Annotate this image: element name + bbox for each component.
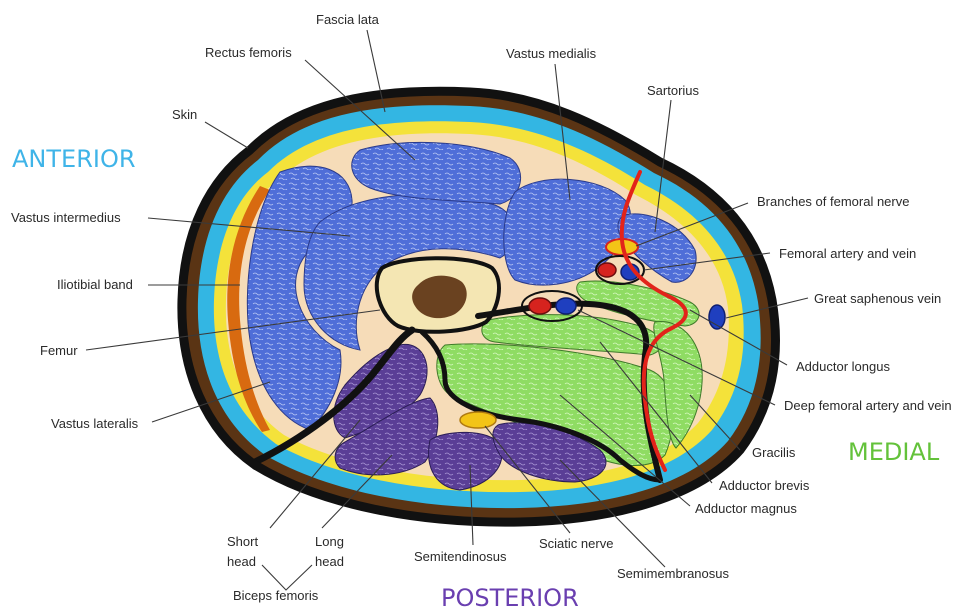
label-gracilis: Gracilis: [752, 445, 796, 460]
label-vastus-intermedius: Vastus intermedius: [11, 210, 121, 225]
region-posterior: POSTERIOR: [441, 584, 579, 611]
label-short: Short: [227, 534, 258, 549]
label-adductor-magnus: Adductor magnus: [695, 501, 797, 516]
deep-femoral-artery: [529, 298, 551, 314]
label-sartorius: Sartorius: [647, 83, 700, 98]
label-femoral-artery-vein: Femoral artery and vein: [779, 246, 916, 261]
region-anterior: ANTERIOR: [12, 145, 136, 173]
label-iliotibial-band: Iliotibial band: [57, 277, 133, 292]
label-deep-femoral: Deep femoral artery and vein: [784, 398, 952, 413]
label-great-saphenous-vein: Great saphenous vein: [814, 291, 941, 306]
label-vastus-lateralis: Vastus lateralis: [51, 416, 139, 431]
sciatic-nerve: [460, 412, 496, 428]
label-semimembranosus: Semimembranosus: [617, 566, 729, 581]
label-adductor-brevis: Adductor brevis: [719, 478, 810, 493]
label-adductor-longus: Adductor longus: [796, 359, 890, 374]
label-biceps-femoris: Biceps femoris: [233, 588, 319, 603]
label-rectus-femoris: Rectus femoris: [205, 45, 292, 60]
label-sciatic-nerve: Sciatic nerve: [539, 536, 613, 551]
label-long-head: head: [315, 554, 344, 569]
deep-femoral-vein: [556, 298, 576, 314]
region-medial: MEDIAL: [848, 438, 940, 466]
femoral-artery: [598, 263, 616, 277]
biceps-femoris-bracket: [262, 565, 312, 590]
label-vastus-medialis: Vastus medialis: [506, 46, 597, 61]
label-branches-femoral-nerve: Branches of femoral nerve: [757, 194, 909, 209]
label-semitendinosus: Semitendinosus: [414, 549, 507, 564]
label-femur: Femur: [40, 343, 78, 358]
label-long: Long: [315, 534, 344, 549]
label-fascia-lata: Fascia lata: [316, 12, 380, 27]
label-short-head: head: [227, 554, 256, 569]
label-skin: Skin: [172, 107, 197, 122]
leader-skin: [205, 122, 248, 148]
